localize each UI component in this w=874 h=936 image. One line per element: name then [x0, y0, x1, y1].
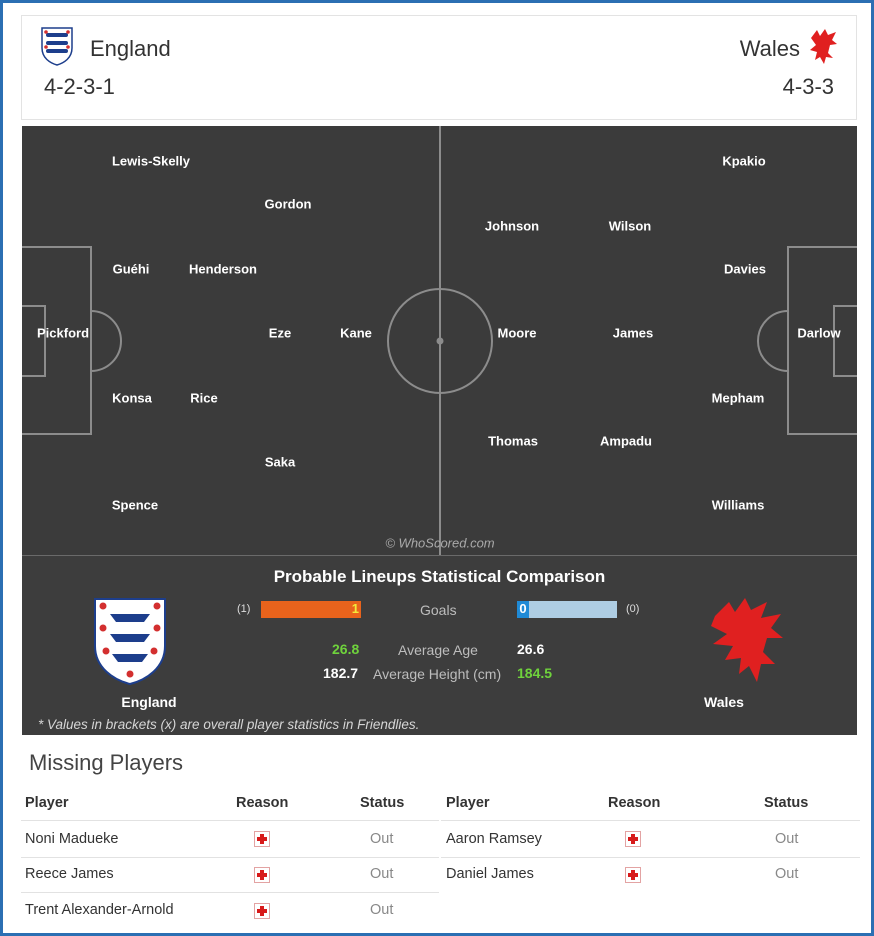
away-goals-bar: 0: [517, 601, 617, 618]
england-large-crest-icon: [94, 598, 166, 686]
home-player-header: Player: [25, 795, 69, 811]
player-kpakio[interactable]: Kpakio: [722, 153, 766, 169]
home-goals-overall: (1): [237, 603, 251, 615]
lineup-header: England 4-2-3-1 Wales 4-3-3: [21, 15, 857, 120]
away-team-name[interactable]: Wales: [739, 36, 800, 61]
missing-player-name[interactable]: Aaron Ramsey: [446, 831, 542, 847]
player-gordon[interactable]: Gordon: [264, 196, 312, 212]
player-eze[interactable]: Eze: [268, 325, 292, 341]
home-average-age: 26.8: [332, 641, 360, 657]
stats-title: Probable Lineups Statistical Comparison: [273, 567, 606, 586]
divider: [21, 892, 439, 893]
player-saka[interactable]: Saka: [264, 454, 296, 470]
missing-player-name[interactable]: Daniel James: [446, 866, 534, 882]
wales-large-crest-icon: [711, 598, 783, 682]
injury-icon: [625, 831, 641, 847]
average-height-label: Average Height (cm): [373, 666, 502, 682]
player-lewis-skelly[interactable]: Lewis-Skelly: [111, 153, 191, 169]
away-goals-overall: (0): [626, 603, 640, 615]
player-pickford[interactable]: Pickford: [36, 325, 90, 341]
injury-icon: [254, 903, 270, 919]
missing-status: Out: [370, 902, 394, 918]
stats-footnote: * Values in brackets (x) are overall pla…: [38, 717, 420, 732]
away-status-header: Status: [764, 795, 809, 811]
missing-status: Out: [775, 831, 799, 847]
away-goals-value: 0: [517, 601, 529, 618]
stats-home-team: England: [121, 694, 177, 710]
away-player-header: Player: [446, 795, 490, 811]
missing-players-title: Missing Players: [29, 750, 184, 775]
player-konsa[interactable]: Konsa: [112, 390, 152, 406]
injury-icon: [254, 867, 270, 883]
missing-player-name[interactable]: Reece James: [25, 866, 114, 882]
away-formation: 4-3-3: [782, 74, 834, 99]
home-formation: 4-2-3-1: [44, 74, 115, 99]
missing-player-name[interactable]: Noni Madueke: [25, 831, 119, 847]
lineup-stats-panel: Probable Lineups Statistical Comparison …: [22, 555, 857, 735]
average-age-label: Average Age: [398, 642, 478, 658]
pitch-markings: [22, 126, 857, 555]
player-mepham[interactable]: Mepham: [711, 390, 765, 406]
divider: [441, 820, 860, 821]
player-kane[interactable]: Kane: [340, 325, 372, 341]
home-team-name[interactable]: England: [90, 36, 171, 61]
home-average-height: 182.7: [323, 665, 359, 681]
away-average-height: 184.5: [517, 665, 553, 681]
injury-icon: [625, 867, 641, 883]
player-james[interactable]: James: [612, 325, 654, 341]
player-guehi[interactable]: Guéhi: [112, 261, 150, 277]
player-johnson[interactable]: Johnson: [484, 218, 540, 234]
divider: [21, 820, 439, 821]
divider: [21, 857, 439, 858]
injury-icon: [254, 831, 270, 847]
away-average-age: 26.6: [517, 641, 545, 657]
player-darlow[interactable]: Darlow: [797, 325, 841, 341]
player-rice[interactable]: Rice: [190, 390, 218, 406]
divider: [441, 857, 860, 858]
stats-away-team: Wales: [704, 694, 744, 710]
player-ampadu[interactable]: Ampadu: [600, 433, 652, 449]
home-goals-bar: 1: [261, 601, 361, 618]
missing-player-name[interactable]: Trent Alexander-Arnold: [25, 902, 174, 918]
missing-status: Out: [370, 866, 394, 882]
wales-crest-icon: [810, 29, 837, 64]
player-wilson[interactable]: Wilson: [608, 218, 652, 234]
missing-status: Out: [370, 831, 394, 847]
player-thomas[interactable]: Thomas: [488, 433, 538, 449]
watermark: © WhoScored.com: [385, 535, 495, 551]
away-reason-header: Reason: [608, 795, 661, 811]
goals-label: Goals: [420, 602, 457, 618]
england-crest-icon: [41, 27, 73, 66]
player-moore[interactable]: Moore: [497, 325, 537, 341]
missing-status: Out: [775, 866, 799, 882]
pitch: Pickford Lewis-Skelly Guéhi Konsa Spence…: [22, 126, 857, 555]
player-henderson[interactable]: Henderson: [189, 261, 257, 277]
home-status-header: Status: [360, 795, 405, 811]
home-goals-value: 1: [351, 601, 359, 616]
player-williams[interactable]: Williams: [711, 497, 765, 513]
home-reason-header: Reason: [236, 795, 289, 811]
player-spence[interactable]: Spence: [111, 497, 159, 513]
player-davies[interactable]: Davies: [724, 261, 766, 277]
